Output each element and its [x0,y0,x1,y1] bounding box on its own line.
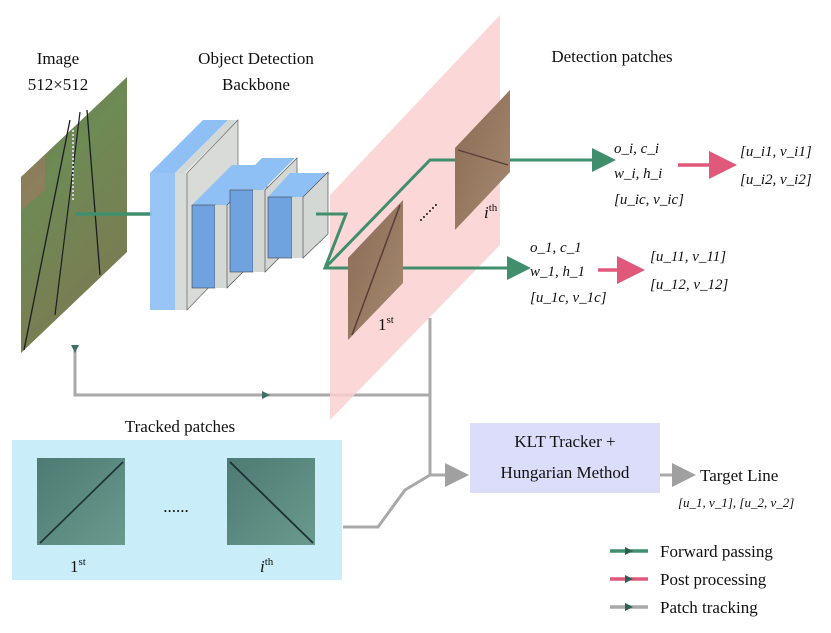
arrow-head [262,391,270,399]
detection-patch-i [455,90,510,230]
result-1-1: [u_11, v_11] [650,249,726,265]
input-image [21,77,127,353]
result-i-1: [u_i1, v_i1] [740,144,812,160]
detection-ith-label: ith [484,202,498,222]
result-i-2: [u_i2, v_i2] [740,172,812,188]
output-1-center: [u_1c, v_1c] [530,290,607,306]
result-1-2: [u_12, v_12] [650,277,728,293]
input-title: Image [37,49,79,68]
klt-line-2: Hungarian Method [501,463,630,482]
legend-tracking-label: Patch tracking [660,598,758,617]
output-1-obj-class: o_1, c_1 [530,240,582,256]
backbone-title-1: Object Detection [198,49,314,68]
tracked-ellipsis: ...... [163,497,189,516]
tracking-path-image [73,345,430,397]
arrow-head [625,547,633,555]
target-line-value: [u_1, v_1], [u_2, v_2] [678,495,794,510]
tracked-patch-1 [37,458,125,545]
tracking-paths [343,318,696,529]
output-i-center: [u_ic, v_ic] [614,192,684,208]
arrow-head [625,603,633,611]
backbone-layers [150,119,330,311]
legend: Forward passing Post processing Patch tr… [610,542,773,617]
arrow-head [71,345,79,353]
detection-plane [330,15,500,420]
detection-first-label: 1st [378,314,394,334]
target-line-title: Target Line [700,466,778,485]
klt-line-1: KLT Tracker + [514,432,615,451]
output-i-size: w_i, h_i [614,166,662,182]
detection-patch-1 [348,200,403,340]
input-size: 512×512 [28,75,89,94]
legend-forward-label: Forward passing [660,542,773,561]
tracked-ith-label: ith [260,556,274,576]
backbone-title-2: Backbone [222,75,290,94]
arrow-head [625,575,633,583]
output-i-obj-class: o_i, c_i [614,141,659,157]
tracked-patch-i [227,458,315,545]
forward-paths [316,148,616,280]
output-1-size: w_1, h_1 [530,264,585,280]
conv-block-4 [267,171,330,259]
detection-title: Detection patches [551,47,672,66]
klt-hungarian-block [470,423,660,493]
legend-post-label: Post processing [660,570,767,589]
tracked-first-label: 1st [70,556,86,576]
tracked-title: Tracked patches [125,417,235,436]
